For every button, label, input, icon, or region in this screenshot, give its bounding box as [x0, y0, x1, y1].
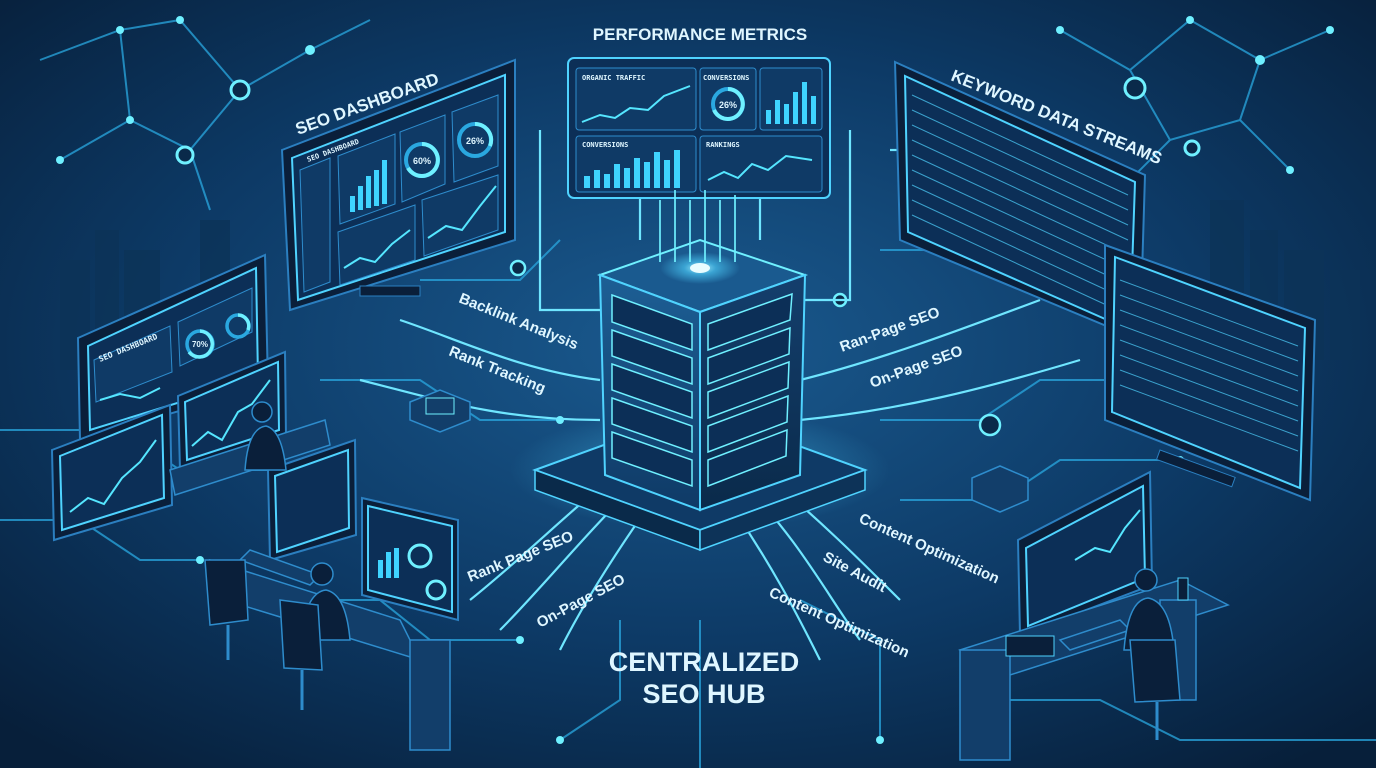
- performance-metrics-title: PERFORMANCE METRICS: [593, 25, 807, 44]
- server-tower-icon: [510, 190, 890, 552]
- hub-title-line2: SEO HUB: [642, 679, 765, 709]
- left-dashboard-gauge-a: 70%: [192, 340, 208, 349]
- left-workstation-monitors: [50, 350, 459, 622]
- metric-conversions-gauge: 26%: [719, 100, 737, 110]
- keyword-table-rows: [911, 94, 1129, 316]
- conversions-bar-chart: [584, 150, 680, 188]
- performance-metrics-screen: [567, 57, 831, 199]
- network-node-icon-right: [1056, 16, 1334, 191]
- seo-dashboard-gauge-a: 60%: [413, 156, 431, 166]
- hub-title-line1: CENTRALIZED: [609, 647, 800, 677]
- keyword-data-streams-monitor: [893, 60, 1147, 342]
- metric-rankings: RANKINGS: [706, 141, 740, 149]
- floor-devices: [409, 389, 1029, 513]
- seo-dashboard-gauge-b: 26%: [466, 136, 484, 146]
- data-table-monitor-right: [1104, 243, 1317, 502]
- chair-icon: [204, 559, 323, 710]
- metric-conversions-bottom: CONVERSIONS: [582, 141, 628, 149]
- metric-conversions-top: CONVERSIONS: [703, 74, 749, 82]
- person-icon-right: [1123, 568, 1181, 740]
- network-node-icon: [39, 16, 371, 211]
- seo-dashboard-monitor: [280, 58, 516, 312]
- metric-organic-traffic: ORGANIC TRAFFIC: [582, 74, 645, 82]
